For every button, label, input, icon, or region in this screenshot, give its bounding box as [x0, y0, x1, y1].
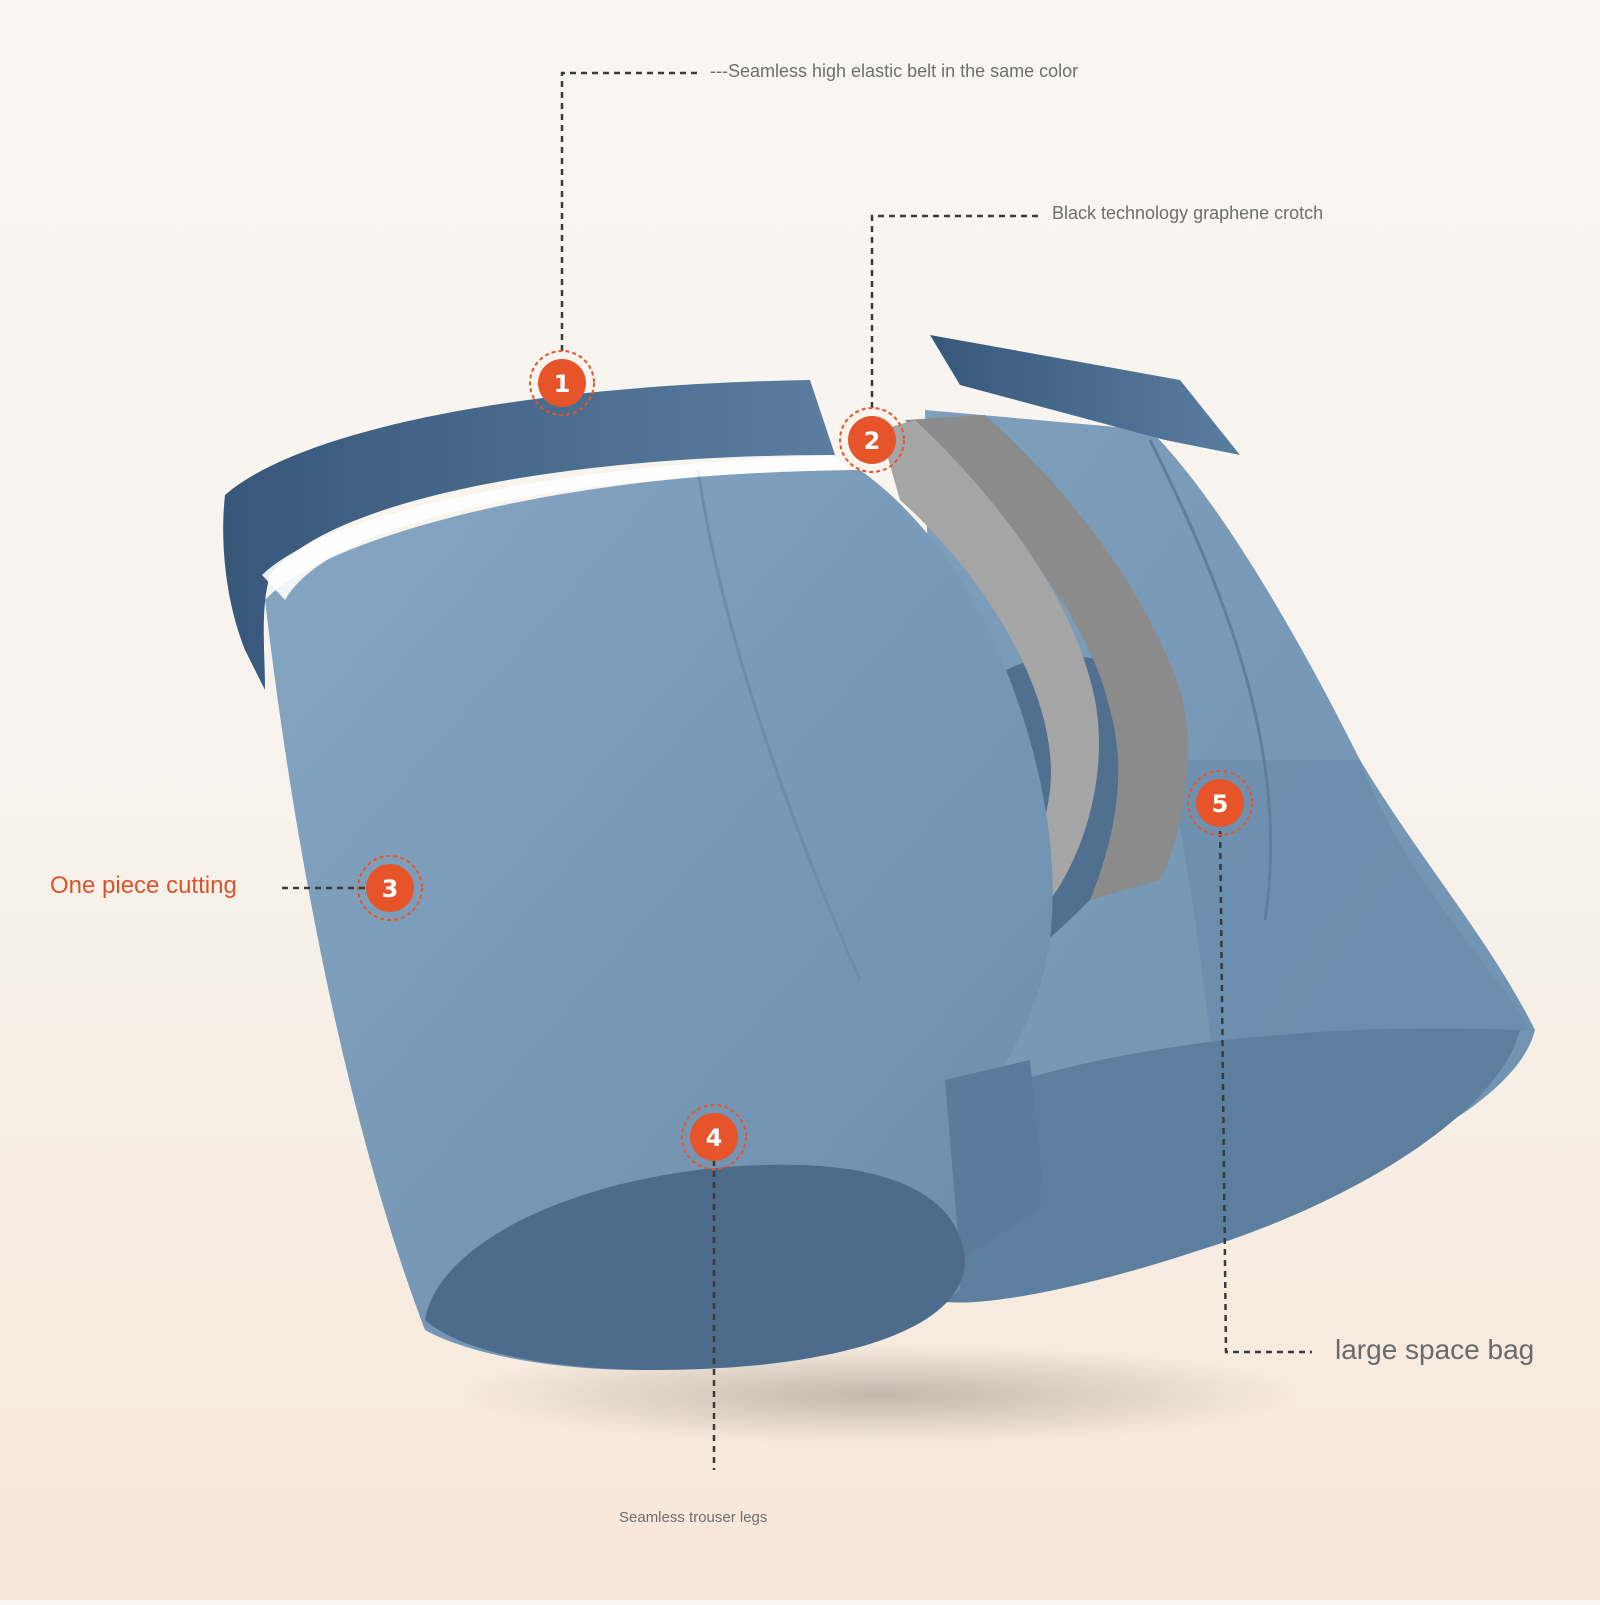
callout-badge-2: 2: [839, 407, 905, 473]
right-belt-piece: [930, 335, 1240, 455]
left-crotch-inset: [945, 1060, 1045, 1260]
right-leg-opening: [922, 1028, 1520, 1303]
svg-text:1: 1: [554, 370, 571, 398]
right-panel-inner: [1165, 760, 1530, 1070]
callout-badge-4: 4: [681, 1104, 747, 1170]
svg-text:4: 4: [706, 1124, 723, 1152]
left-waistband: [223, 380, 835, 690]
callout-label-3: One piece cutting: [50, 872, 237, 899]
callout-label-4: Seamless trouser legs: [619, 1509, 768, 1526]
svg-text:2: 2: [864, 427, 881, 455]
left-leg-seam: [696, 469, 862, 981]
leader-line-2: [870, 214, 1038, 410]
leader-line-5: [1218, 819, 1312, 1354]
right-panel-seam: [1148, 439, 1273, 921]
callout-label-1: ---Seamless high elastic belt in the sam…: [710, 61, 1079, 81]
left-leg-panel: [265, 470, 1053, 1370]
callout-badge-3: 3: [357, 855, 423, 921]
callout-badge-1: 1: [529, 350, 595, 416]
floor-shadow: [460, 1345, 1300, 1445]
callout-label-5: large space bag: [1335, 1334, 1535, 1365]
left-waistband-inner: [262, 455, 850, 600]
left-leg-opening: [425, 1164, 965, 1370]
svg-text:3: 3: [382, 875, 399, 903]
svg-text:5: 5: [1212, 790, 1229, 818]
graphene-crotch-strip: [905, 415, 1189, 900]
callout-badge-5: 5: [1187, 770, 1253, 836]
leader-line-1: [560, 71, 697, 352]
callout-label-2: Black technology graphene crotch: [1052, 203, 1324, 223]
